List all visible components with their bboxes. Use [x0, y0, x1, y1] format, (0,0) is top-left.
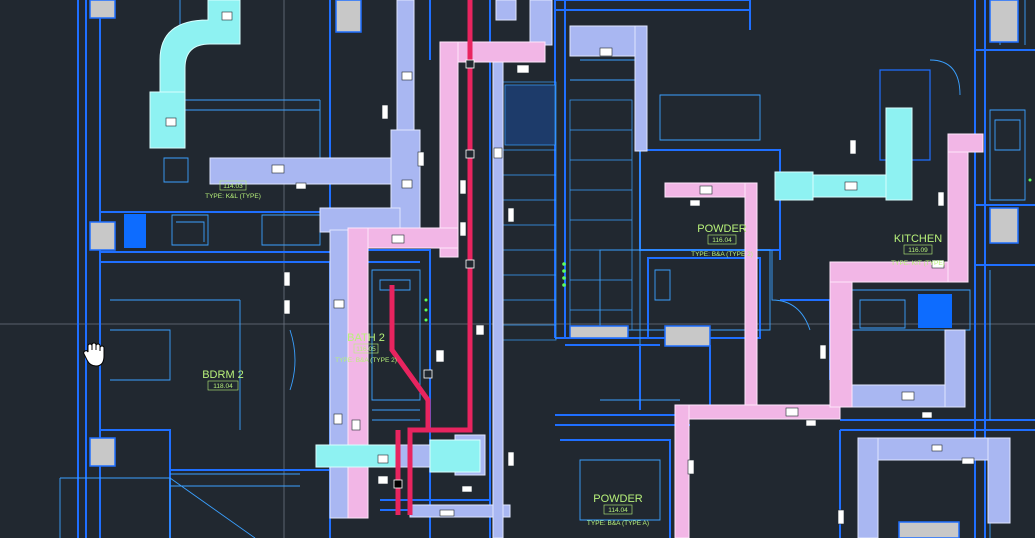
room-number: 116.04	[712, 237, 732, 244]
hot-water-pipe	[389, 0, 473, 515]
room-number: 116.09	[908, 247, 928, 254]
hand-pan-icon	[83, 342, 105, 367]
room-type: TYPE: K&L (TYPE)	[205, 193, 261, 200]
room-label-114-03[interactable]: 114.03 TYPE: K&L (TYPE)	[205, 180, 261, 200]
room-name: POWDER	[593, 493, 643, 505]
room-type: TYPE: B&A (TYPE 2)	[691, 251, 753, 258]
room-label-bdrm-2[interactable]: BDRM 2 118.04	[202, 369, 244, 391]
room-name: POWDER	[697, 223, 747, 235]
room-number: 118.04	[213, 383, 233, 390]
pipe-valves	[393, 59, 475, 489]
room-label-bath-2[interactable]: BATH 2 116.05 TYPE: B&A (TYPE 2)	[335, 332, 397, 364]
room-number: 116.05	[356, 346, 376, 353]
room-name: KITCHEN	[894, 233, 942, 245]
structural-columns	[89, 0, 1019, 538]
stair-treads	[499, 81, 633, 341]
diffuser-tags	[165, 11, 975, 525]
room-label-kitchen[interactable]: KITCHEN 116.09 TYPE: KIT (TYPE)	[891, 233, 945, 267]
room-number: 114.04	[608, 507, 628, 514]
equipment-boxes	[124, 214, 952, 328]
sensor-dots	[424, 178, 1032, 322]
room-label-powder-2[interactable]: POWDER 114.04 TYPE: B&A (TYPE A)	[587, 493, 649, 527]
room-type: TYPE: KIT (TYPE)	[891, 260, 945, 267]
room-type: TYPE: B&A (TYPE 2)	[335, 357, 397, 364]
room-label-powder-1[interactable]: POWDER 116.04 TYPE: B&A (TYPE 2)	[691, 223, 753, 258]
room-name: BATH 2	[347, 332, 385, 344]
room-name: BDRM 2	[202, 369, 244, 381]
exhaust-duct	[149, 0, 913, 473]
room-type: TYPE: B&A (TYPE A)	[587, 520, 649, 527]
room-number: 114.03	[223, 183, 243, 190]
